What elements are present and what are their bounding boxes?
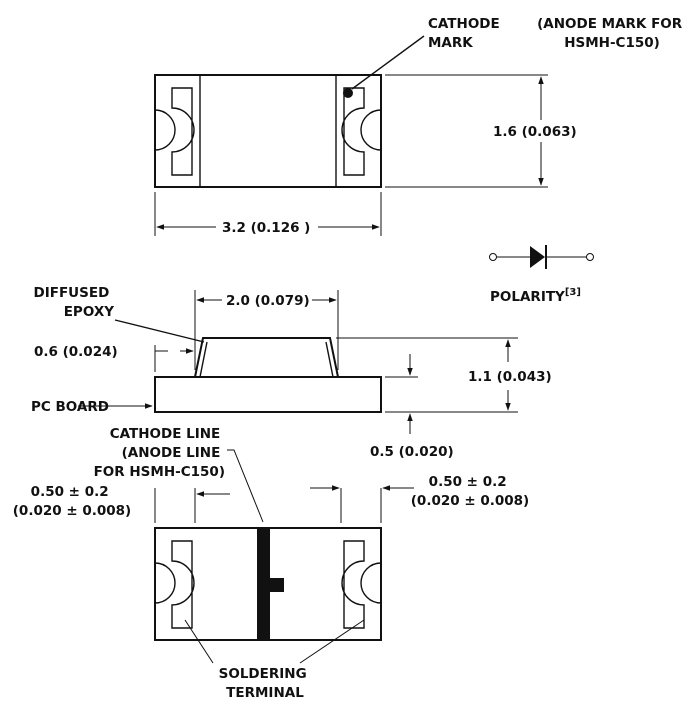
cathode-mark-label: CATHODE MARK bbox=[428, 16, 504, 51]
top-view-body bbox=[154, 74, 382, 188]
pc-board-label: PC BOARD bbox=[31, 399, 109, 415]
bottom-right-notch bbox=[360, 562, 382, 604]
dim-terminal-right-label: 0.50 ± 0.2 (0.020 ± 0.008) bbox=[411, 474, 529, 509]
bottom-left-terminal-pad bbox=[171, 540, 195, 629]
diffused-epoxy-label: DIFFUSED EPOXY bbox=[34, 285, 115, 320]
top-left-notch bbox=[154, 109, 176, 151]
cathode-line-leader bbox=[227, 449, 264, 523]
top-left-terminal-pad bbox=[171, 87, 195, 176]
bottom-right-terminal-pad bbox=[341, 540, 365, 629]
dim-height-top bbox=[385, 74, 548, 188]
top-right-notch bbox=[360, 109, 382, 151]
cathode-line-label: CATHODE LINE (ANODE LINE FOR HSMH-C150) bbox=[94, 426, 225, 480]
cathode-mark-dot bbox=[343, 88, 353, 98]
top-right-terminal-pad bbox=[341, 87, 365, 176]
bottom-left-notch bbox=[154, 562, 176, 604]
bottom-view bbox=[154, 449, 382, 664]
soldering-terminal-label: SOLDERING TERMINAL bbox=[219, 666, 312, 701]
dim-board-thickness-label: 0.5 (0.020) bbox=[370, 444, 454, 460]
epoxy-leader bbox=[114, 319, 205, 343]
cathode-line-bar bbox=[257, 528, 270, 640]
dim-total-height-label: 1.1 (0.043) bbox=[468, 369, 552, 385]
dim-total-height bbox=[336, 337, 518, 413]
dim-epoxy-width-label: 2.0 (0.079) bbox=[226, 293, 310, 309]
cathode-line-tab bbox=[270, 578, 284, 592]
dim-epoxy-offset-label: 0.6 (0.024) bbox=[34, 344, 118, 360]
cathode-mark-leader bbox=[351, 35, 425, 90]
side-view-board bbox=[154, 376, 382, 413]
polarity-label: POLARITY[3] bbox=[490, 287, 581, 305]
dim-length-top bbox=[154, 192, 382, 236]
dim-length-label: 3.2 (0.126 ) bbox=[222, 220, 310, 236]
polarity-diode-symbol bbox=[489, 245, 594, 269]
soldering-leader-right bbox=[299, 619, 365, 664]
side-view bbox=[78, 319, 382, 413]
top-view bbox=[154, 35, 425, 188]
soldering-leader-left bbox=[184, 619, 214, 664]
dim-terminal-left-label: 0.50 ± 0.2 (0.020 ± 0.008) bbox=[13, 484, 131, 519]
dim-epoxy-offset bbox=[154, 345, 194, 372]
dim-height-label: 1.6 (0.063) bbox=[493, 124, 577, 140]
anode-mark-label: (ANODE MARK FOR HSMH-C150) bbox=[537, 16, 687, 51]
dim-epoxy-width bbox=[194, 290, 339, 370]
dim-terminals bbox=[154, 485, 414, 523]
side-view-epoxy bbox=[194, 337, 339, 378]
dim-board-thickness bbox=[385, 354, 418, 434]
